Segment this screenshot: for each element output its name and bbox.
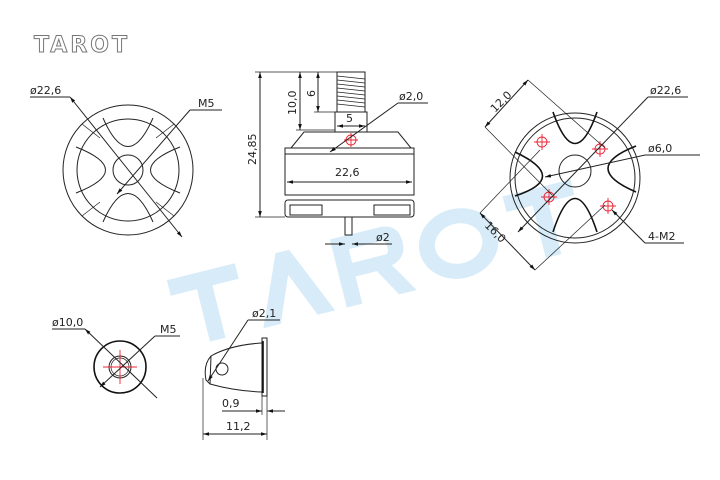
nut-side-view: ø2,1 0,9 11,2 bbox=[202, 307, 285, 440]
tarot-logo: TAROT bbox=[34, 33, 130, 58]
nut-length-label: 11,2 bbox=[226, 420, 251, 433]
top-diameter-label: ø22,6 bbox=[30, 84, 61, 97]
watermark bbox=[166, 179, 575, 342]
top-thread-label: M5 bbox=[198, 97, 215, 110]
shaft-width-label: 5 bbox=[346, 112, 353, 125]
bottom-shaft-label: ø2 bbox=[376, 231, 390, 244]
thread-length-label: 6 bbox=[305, 90, 318, 97]
nut-diameter-label: ø10,0 bbox=[52, 316, 83, 329]
mount-holes-label: 4-M2 bbox=[648, 230, 675, 243]
nut-thread-label: M5 bbox=[160, 323, 177, 336]
body-width-label: 22,6 bbox=[335, 166, 360, 179]
top-view: ø22,6 M5 bbox=[30, 84, 222, 238]
bottom-diameter-label: ø22,6 bbox=[650, 84, 681, 97]
center-hole-label: ø6,0 bbox=[648, 142, 672, 155]
side-hole-label: ø2,0 bbox=[399, 90, 423, 103]
nut-front-view: ø10,0 M5 bbox=[52, 316, 180, 399]
total-height-label: 24,85 bbox=[246, 134, 259, 166]
bottom-view: 12,0 16,0 ø22,6 ø6,0 4-M2 bbox=[479, 79, 700, 271]
spacing-a-label: 12,0 bbox=[488, 89, 515, 116]
shaft-length-label: 10,0 bbox=[286, 91, 299, 116]
side-view: 24,85 10,0 6 5 ø2,0 22,6 ø2 bbox=[246, 71, 428, 246]
nut-hole-label: ø2,1 bbox=[252, 307, 276, 320]
flange-label: 0,9 bbox=[222, 397, 240, 410]
